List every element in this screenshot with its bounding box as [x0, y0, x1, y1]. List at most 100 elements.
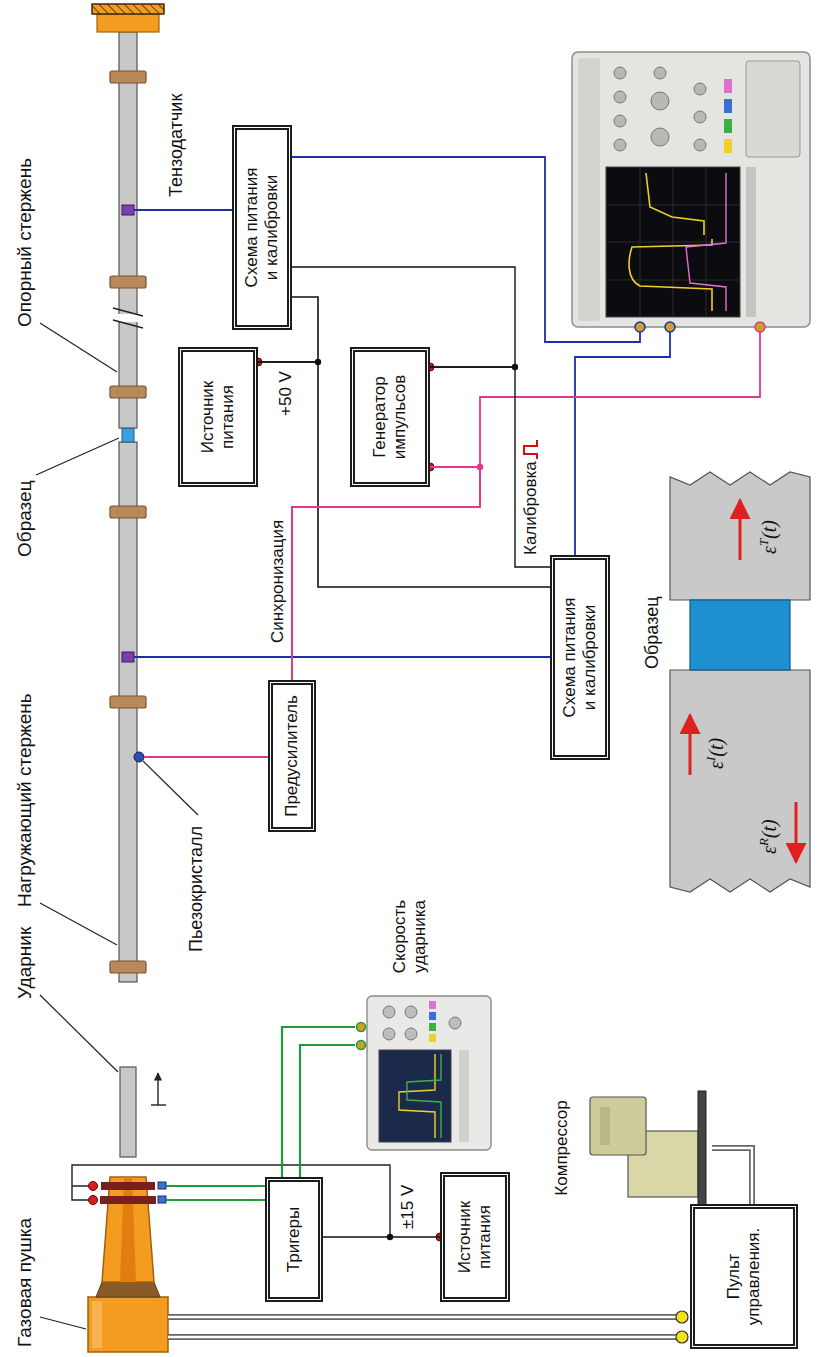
leader-line	[40, 323, 117, 372]
oscilloscope-picture	[578, 58, 600, 321]
sample-inset	[690, 600, 790, 670]
gas-gun	[100, 1196, 156, 1204]
oscilloscope-picture	[459, 1050, 469, 1142]
wire-connector	[300, 1045, 355, 1177]
signal-wire	[480, 327, 760, 467]
wire-label-text: +50 V	[276, 369, 296, 418]
oscilloscope-picture	[572, 52, 810, 327]
oscilloscope-picture	[646, 173, 704, 235]
oscilloscope-picture	[383, 1028, 395, 1040]
wire-connector	[323, 1237, 440, 1238]
strain-gauge	[122, 205, 134, 662]
oscilloscope-picture	[746, 167, 756, 317]
node-label: Схема питания и калибровки	[560, 583, 600, 733]
sample-inset	[689, 715, 692, 775]
bar-assembly	[113, 320, 143, 328]
compressor-node: Компрессор	[552, 1089, 712, 1207]
label-text: Тензодатчик	[166, 94, 187, 197]
oscilloscope-picture	[724, 99, 732, 113]
oscilloscope-picture	[635, 322, 645, 332]
sample-inset	[739, 500, 742, 560]
oscilloscope-picture	[614, 91, 626, 103]
oscilloscope-picture	[694, 111, 706, 123]
oscilloscope-picture	[686, 173, 726, 311]
node-label: Генератор импульсов	[370, 362, 410, 472]
label-text: εT(t)	[757, 520, 781, 554]
wire-path	[282, 1027, 355, 1177]
sample-inset	[795, 802, 798, 862]
air-hose	[168, 1317, 677, 1337]
oscilloscope-picture	[724, 79, 732, 93]
oscilloscope-picture	[614, 67, 706, 151]
bar-assembly	[92, 4, 164, 982]
oscilloscope-picture	[357, 1023, 366, 1032]
gas-gun	[89, 1182, 98, 1191]
compressor-picture	[698, 1091, 706, 1205]
node-label: Тригеры	[284, 1207, 304, 1272]
oscilloscope-picture	[651, 128, 669, 146]
part-label: Пьезокристалл	[186, 826, 207, 952]
signal-symbol: εT(t)	[757, 520, 781, 554]
oscilloscope-picture	[724, 139, 732, 153]
bar-assembly	[92, 4, 164, 14]
signal-wire	[166, 1186, 265, 1200]
gas-gun	[101, 1182, 155, 1190]
power-supply-box: Источник питания	[440, 1172, 510, 1302]
gas-gun	[89, 1196, 98, 1205]
oscilloscope-picture	[614, 115, 626, 127]
part-label: Ударник	[14, 927, 36, 999]
oscilloscope-picture	[407, 1054, 441, 1138]
hose-terminal	[676, 1311, 688, 1343]
compressor-picture	[600, 1107, 610, 1145]
inset-title: Образец	[642, 596, 663, 669]
air-hose	[168, 1317, 677, 1337]
oscilloscope-picture	[429, 1001, 436, 1009]
oscilloscope-picture	[755, 322, 765, 332]
leader-line	[36, 438, 119, 475]
striker-bar	[157, 1073, 158, 1105]
label-text: Образец	[642, 596, 663, 669]
leader-line	[143, 761, 198, 815]
hose-terminal	[676, 1331, 688, 1343]
pulse-symbol	[524, 440, 537, 460]
part-label: Образец	[14, 480, 36, 557]
signal-wire	[134, 209, 232, 211]
bar-assembly	[97, 14, 159, 32]
node-label: Источник питания	[455, 1187, 495, 1287]
gas-gun	[102, 1177, 154, 1282]
gas-gun	[88, 1297, 168, 1352]
oscilloscope-picture	[606, 167, 740, 317]
signal-wire	[72, 1165, 390, 1237]
label-text: Опорный стержень	[14, 158, 36, 327]
label-text: εI(t)	[704, 738, 728, 769]
signal-wire	[575, 327, 670, 555]
wire-path	[712, 1148, 752, 1204]
label-text: Газовая пушка	[14, 1218, 36, 1347]
oscilloscope-node: Скорость ударника	[355, 887, 505, 1152]
label-text: Пьезокристалл	[186, 826, 207, 952]
oscilloscope-picture	[379, 1050, 451, 1142]
oscilloscope-picture	[429, 1034, 436, 1042]
node-label: Компрессор	[552, 1100, 572, 1195]
control-panel-box: Пульт управления.	[690, 1204, 798, 1349]
oscilloscope-picture	[357, 1041, 366, 1050]
label-text: Нагружающий стержень	[14, 693, 36, 907]
gas-gun	[96, 1282, 160, 1297]
wire-path	[300, 1045, 355, 1177]
signal-wire	[134, 656, 550, 658]
label-text: εR(t)	[757, 819, 781, 854]
wire-connector	[282, 1027, 355, 1177]
oscilloscope-picture	[614, 139, 626, 151]
oscilloscope-picture	[606, 167, 740, 317]
air-hose	[168, 1317, 677, 1337]
oscilloscope-picture	[694, 83, 706, 95]
oscilloscope-picture	[383, 1006, 395, 1018]
wire-label: Синхронизация	[268, 518, 288, 645]
junction-dot	[315, 359, 518, 1240]
oscilloscope-picture	[405, 1006, 417, 1018]
oscilloscope-picture	[572, 52, 810, 332]
signal-symbol: εI(t)	[704, 738, 728, 769]
sample-inset	[670, 472, 810, 600]
label-text: Образец	[14, 480, 36, 557]
